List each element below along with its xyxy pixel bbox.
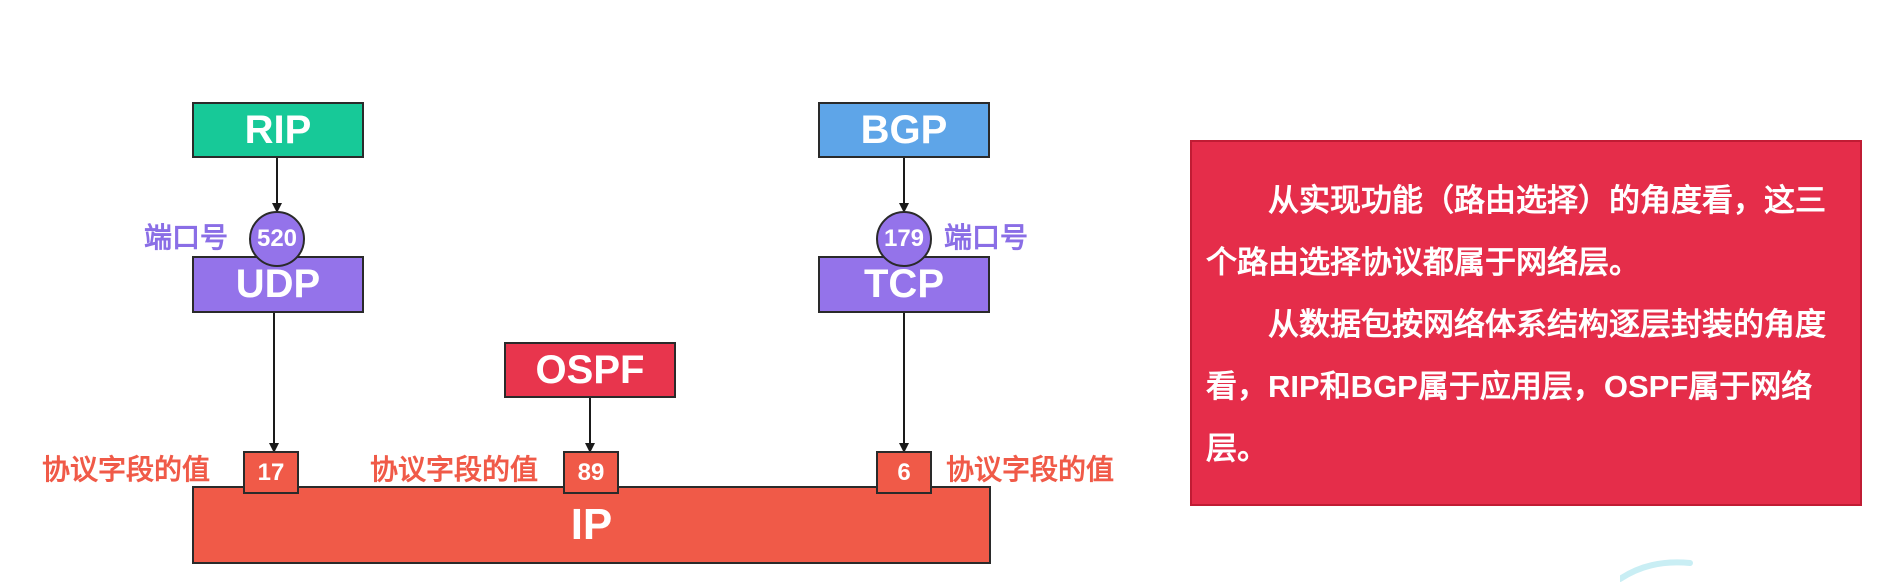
- ospf-box: OSPF: [504, 342, 676, 398]
- udp-protocol-value: 17: [257, 458, 285, 486]
- port-label-right: 端口号: [944, 222, 1029, 253]
- udp-label: UDP: [235, 262, 321, 306]
- explanation-note: 从实现功能（路由选择）的角度看，这三个路由选择协议都属于网络层。 从数据包按网络…: [1190, 140, 1862, 506]
- rip-box: RIP: [192, 102, 364, 158]
- bgp-label: BGP: [860, 107, 948, 152]
- note-paragraph-2: 从数据包按网络体系结构逐层封装的角度看，RIP和BGP属于应用层，OSPF属于网…: [1206, 307, 1826, 466]
- tcp-protocol-field: 6: [876, 451, 932, 494]
- bgp-box: BGP: [818, 102, 990, 158]
- tcp-label: TCP: [864, 262, 944, 306]
- port-label-left: 端口号: [144, 222, 229, 253]
- rip-label: RIP: [244, 107, 312, 152]
- note-paragraph-1: 从实现功能（路由选择）的角度看，这三个路由选择协议都属于网络层。: [1206, 183, 1826, 280]
- ip-layer-box: IP: [192, 486, 991, 564]
- rip-port-circle: 520: [249, 211, 305, 267]
- protocol-field-label-right: 协议字段的值: [946, 454, 1115, 485]
- udp-protocol-field: 17: [243, 451, 299, 494]
- protocol-field-label-middle: 协议字段的值: [370, 454, 539, 485]
- rip-port-number: 520: [256, 225, 298, 252]
- bgp-port-number: 179: [883, 225, 925, 252]
- ip-label: IP: [570, 500, 613, 549]
- tcp-protocol-value: 6: [897, 458, 911, 486]
- protocol-field-label-left: 协议字段的值: [42, 454, 211, 485]
- bgp-port-circle: 179: [876, 211, 932, 267]
- decorative-swoosh: [1620, 559, 1693, 582]
- ospf-protocol-value: 89: [577, 458, 605, 486]
- ospf-protocol-field: 89: [563, 451, 619, 494]
- ospf-label: OSPF: [535, 347, 645, 392]
